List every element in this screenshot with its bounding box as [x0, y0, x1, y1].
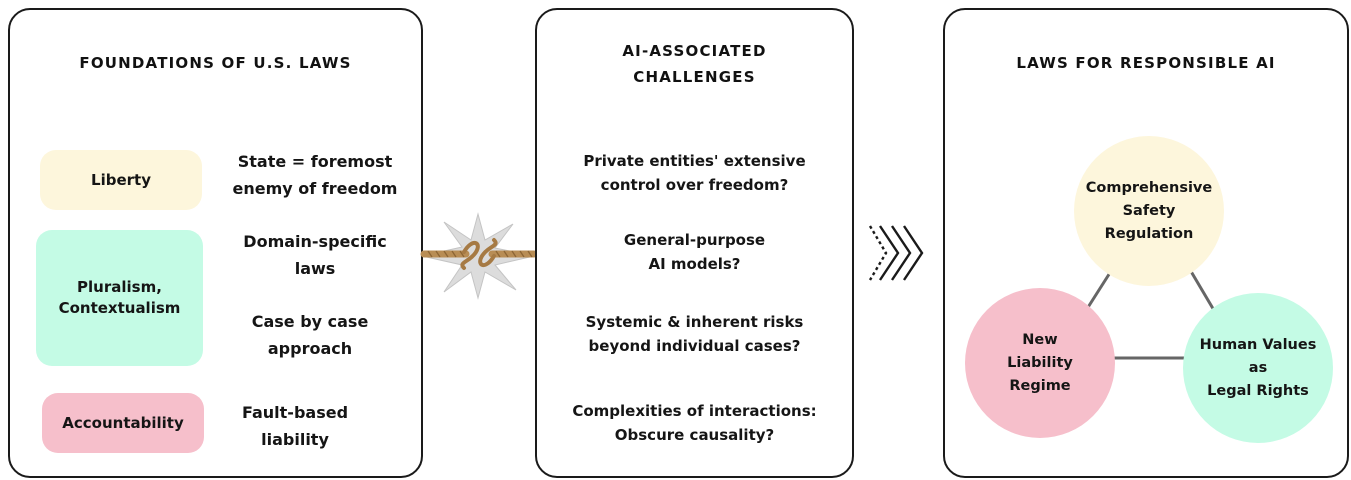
challenges-title: AI-ASSOCIATED CHALLENGES [622, 42, 767, 86]
state-description: State = foremost enemy of freedom [232, 152, 398, 198]
liberty-pill: Liberty [40, 150, 202, 210]
challenges-panel: AI-ASSOCIATED CHALLENGES Private entitie… [535, 8, 854, 478]
rope-knot-left [460, 241, 480, 270]
safety-regulation-circle: Comprehensive Safety Regulation [1074, 136, 1224, 286]
laws-title: LAWS FOR RESPONSIBLE AI [1016, 54, 1276, 72]
foundations-title: FOUNDATIONS OF U.S. LAWS [79, 54, 352, 72]
challenge-item: Private entities' extensive control over… [583, 152, 806, 194]
fault-description: Fault-based liability [241, 403, 349, 449]
challenge-item: Complexities of interactions: Obscure ca… [572, 402, 817, 444]
foundations-panel: FOUNDATIONS OF U.S. LAWS Liberty Plurali… [8, 8, 423, 478]
challenge-item: Systemic & inherent risks beyond individ… [585, 313, 804, 355]
challenge-item: General-purpose AI models? [623, 231, 766, 273]
accountability-pill: Accountability [42, 393, 204, 453]
liability-regime-circle: New Liability Regime [965, 288, 1115, 438]
domain-description: Domain-specific laws [243, 232, 387, 278]
case-description: Case by case approach [251, 312, 369, 358]
chevron-arrow-icon [868, 225, 924, 281]
laws-panel: LAWS FOR RESPONSIBLE AI Comprehensive Sa… [943, 8, 1349, 478]
rope-knot-right [478, 238, 498, 267]
triangle-connectors [1083, 267, 1217, 360]
burst-shape [421, 212, 535, 300]
broken-rope-icon [420, 212, 538, 300]
pluralism-pill: Pluralism, Contextualism [36, 230, 203, 366]
human-values-circle: Human Values as Legal Rights [1183, 293, 1333, 443]
